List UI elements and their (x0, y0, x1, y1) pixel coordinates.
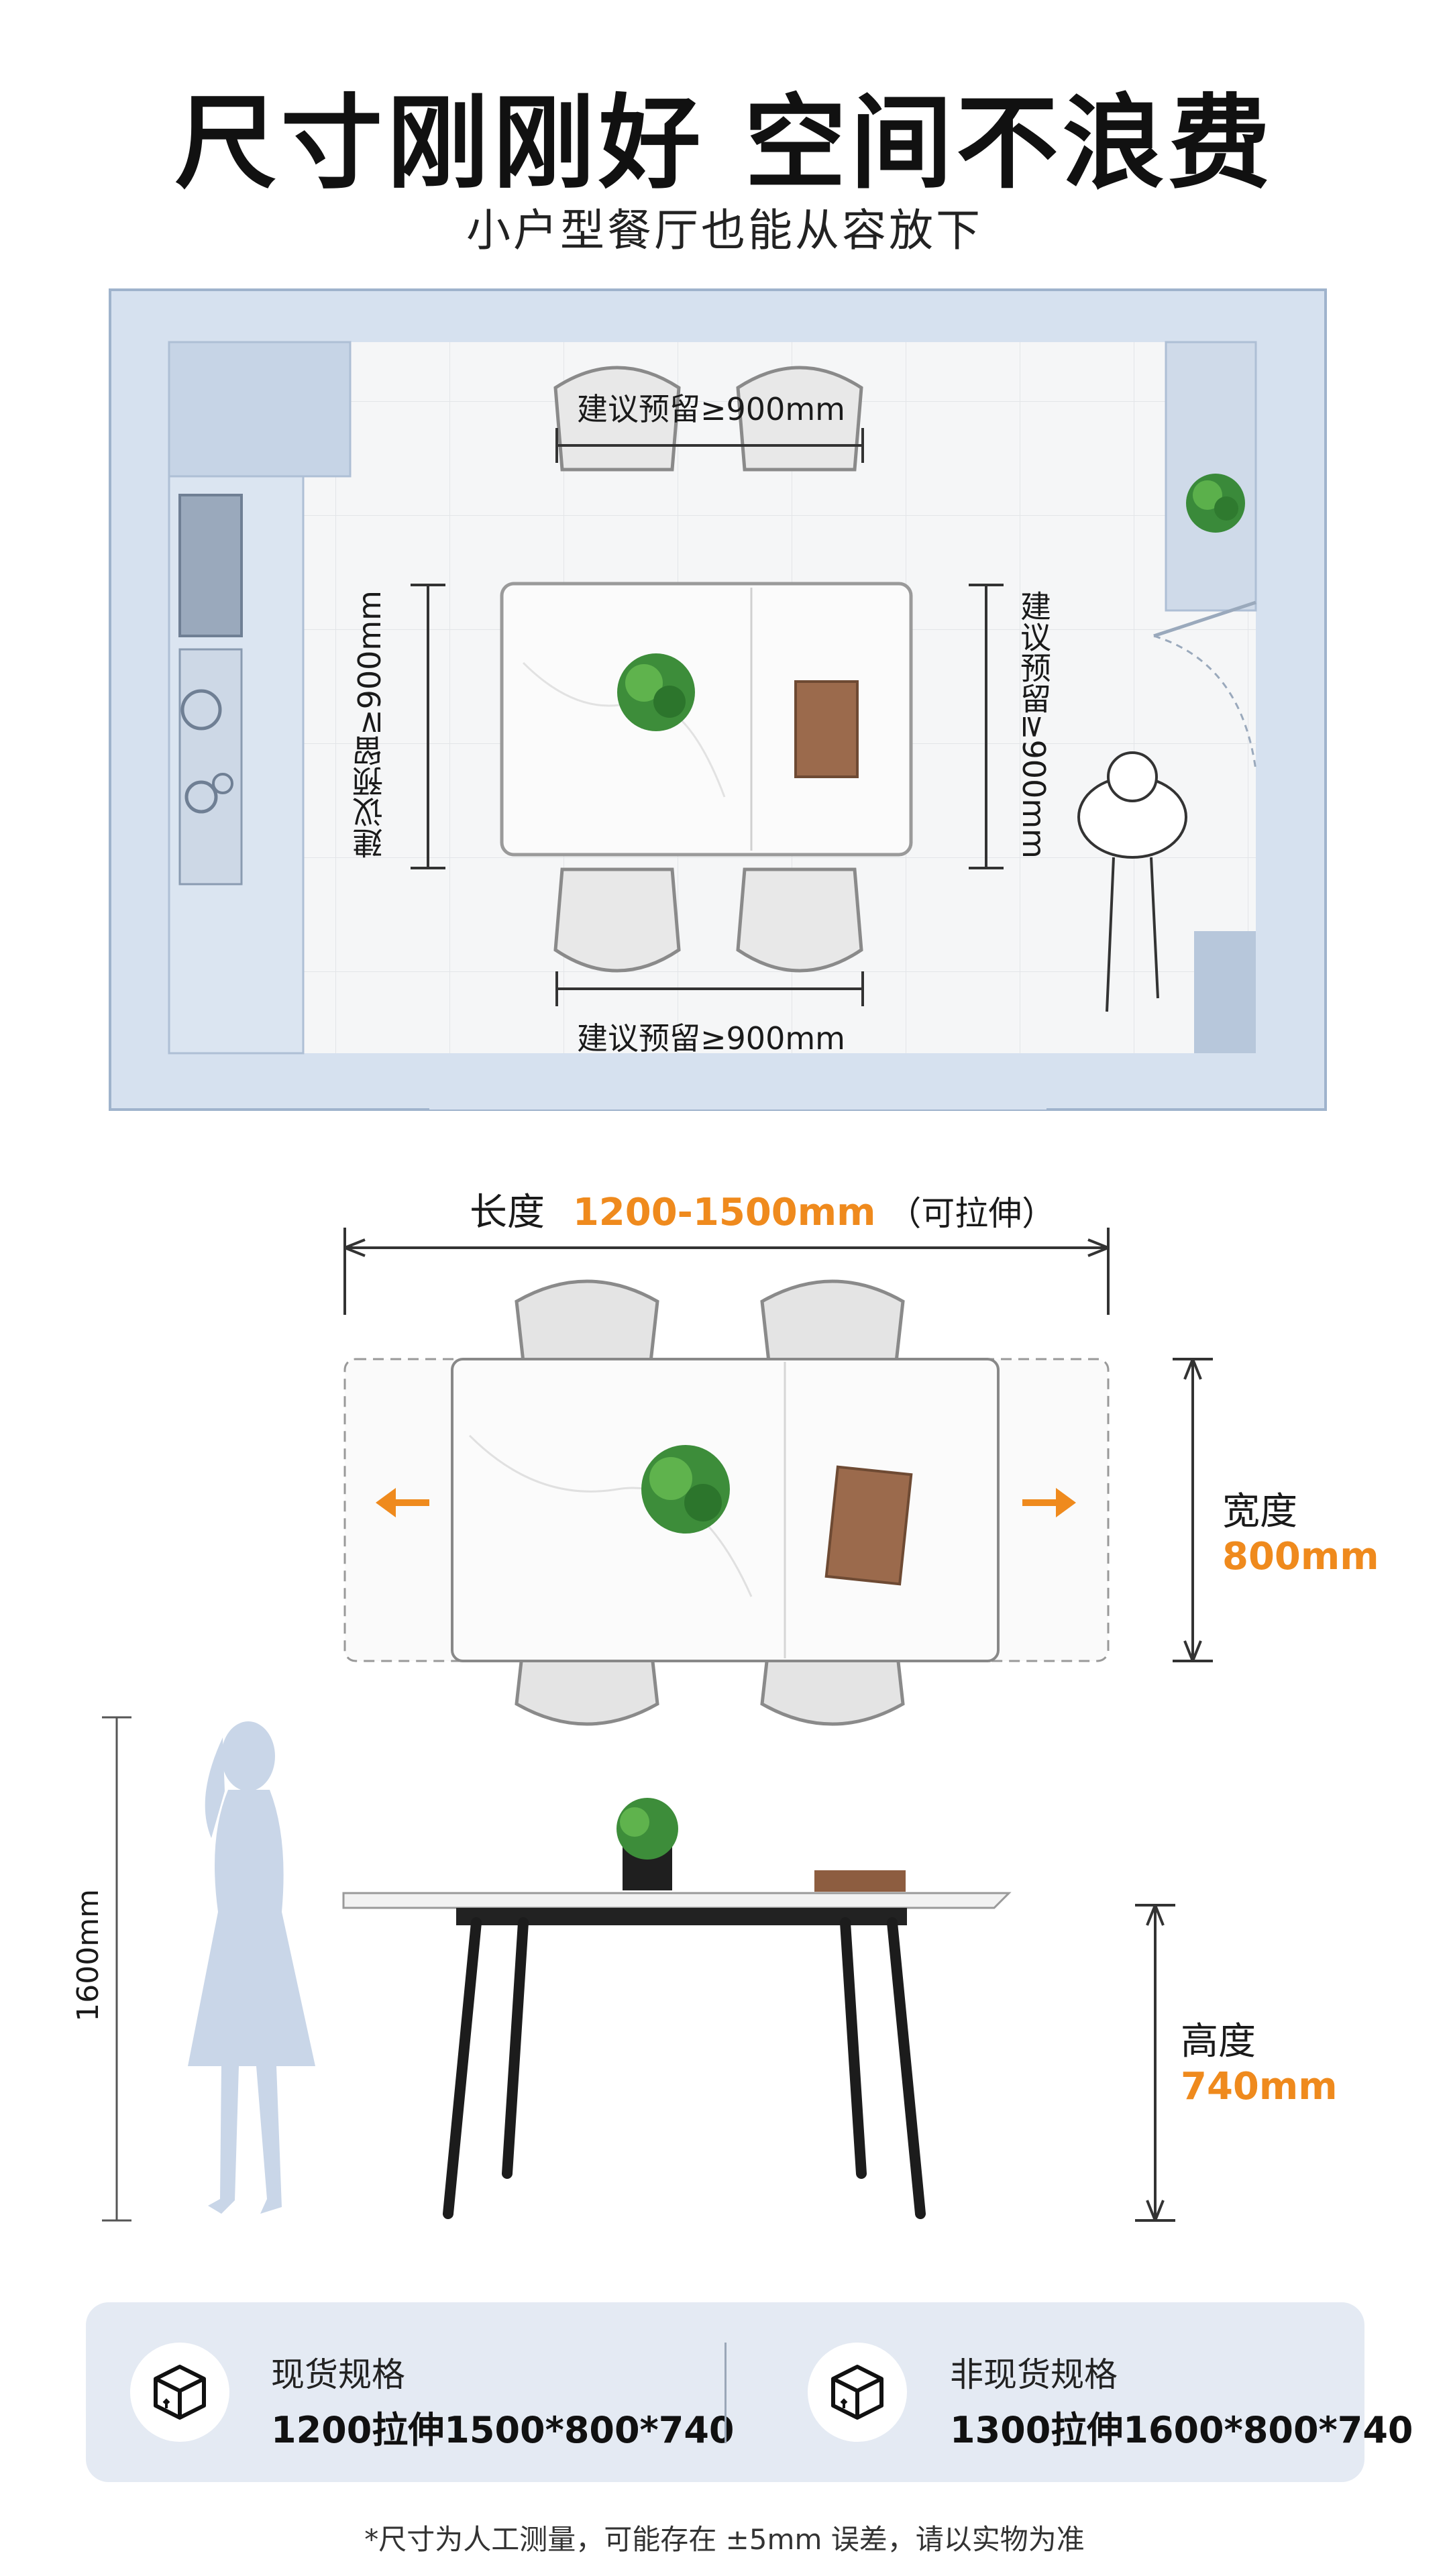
spec-divider (724, 2343, 727, 2443)
side-plant-icon (616, 1798, 678, 1890)
person-topview-icon (1077, 751, 1187, 1012)
custom-title: 非现货规格 (950, 2355, 1118, 2394)
side-view (102, 1716, 1175, 2222)
table-top-view (343, 1228, 1213, 1726)
width-label: 宽度 (1222, 1490, 1297, 1534)
side-book-icon (814, 1870, 906, 1892)
spec-panel: 现货规格 1200拉伸1500*800*740 非现货规格 1300拉伸1600… (86, 2302, 1413, 2482)
right-clearance-label: 建议预留≥900mm (1016, 590, 1052, 859)
bottom-clearance-label: 建议预留≥900mm (577, 1020, 845, 1057)
length-label: 长度 (470, 1191, 545, 1234)
height-label: 高度 (1181, 2020, 1256, 2063)
book-icon (794, 680, 859, 778)
in-stock-box-icon (130, 2343, 229, 2442)
length-label-row: 长度 1200-1500mm （可拉伸） (470, 1182, 1055, 1236)
person-silhouette-icon (188, 1721, 315, 2214)
length-note: （可拉伸） (888, 1194, 1056, 1233)
table-plant-icon (617, 653, 695, 731)
cabinet-plant-icon (1186, 474, 1245, 533)
top-clearance-label: 建议预留≥900mm (577, 391, 845, 427)
length-value: 1200-1500mm (572, 1191, 876, 1234)
width-value: 800mm (1222, 1535, 1379, 1578)
top-plant-icon (641, 1445, 730, 1534)
left-clearance-label: 建议预留≥900mm (352, 590, 388, 859)
top-book-icon (824, 1465, 913, 1586)
page-subtitle: 小户型餐厅也能从容放下 (466, 205, 983, 256)
footnote: *尺寸为人工测量，可能存在 ±5mm 误差，请以实物为准 (364, 2523, 1085, 2556)
height-value: 740mm (1181, 2065, 1338, 2108)
custom-box-icon (808, 2343, 907, 2442)
page-title: 尺寸刚刚好 空间不浪费 (174, 84, 1275, 203)
person-height-label: 1600mm (71, 1889, 105, 2022)
in-stock-value: 1200拉伸1500*800*740 (271, 2409, 735, 2451)
floor-plan (109, 288, 1327, 1111)
custom-value: 1300拉伸1600*800*740 (950, 2409, 1413, 2451)
in-stock-title: 现货规格 (271, 2355, 405, 2394)
